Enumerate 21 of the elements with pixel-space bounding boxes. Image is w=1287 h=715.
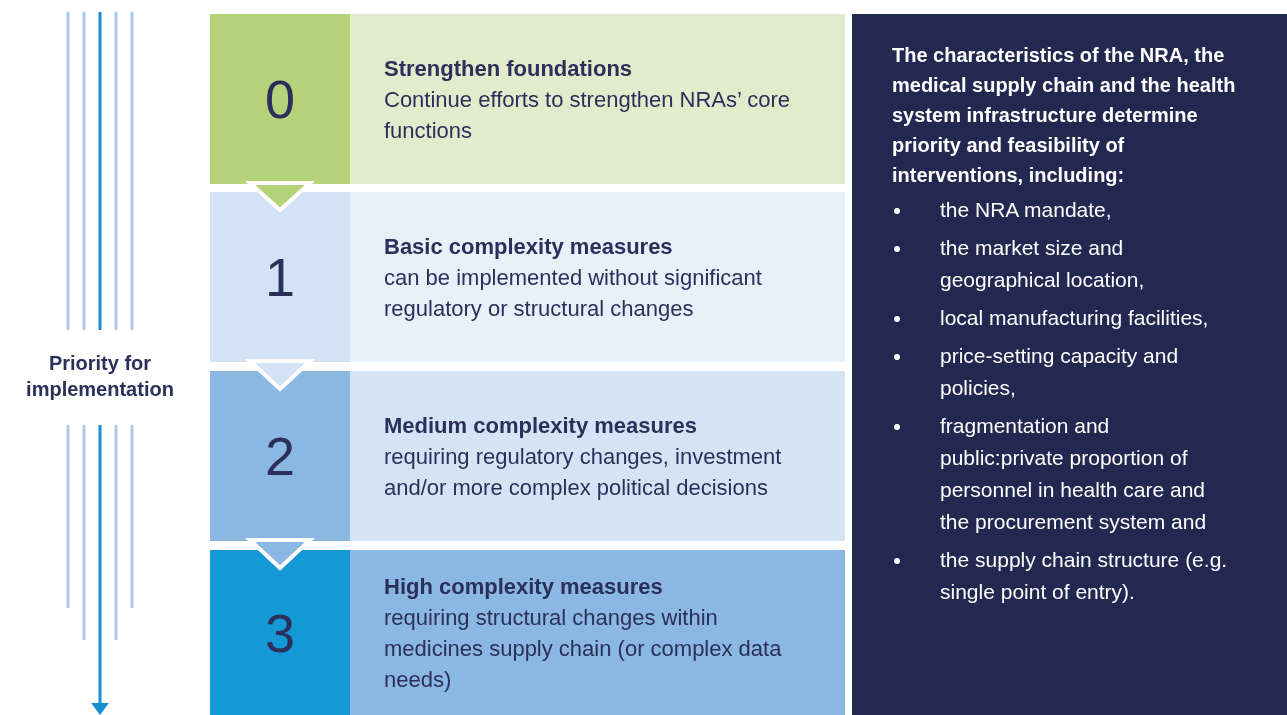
step-number: 0 (264, 72, 295, 126)
step-heading: Medium complexity measures (384, 411, 697, 440)
info-panel (852, 14, 1287, 715)
step-heading: Strengthen foundations (384, 54, 633, 83)
chevron-arrow (244, 538, 316, 571)
step-description: requiring structural changes within medicines supply chain (or complex data needs) (384, 603, 783, 694)
step-description: requiring regulatory changes, investment and/or more complex political decisions (384, 442, 783, 502)
bullet-item: the supply chain structure (e.g. single point of entry). (940, 547, 1229, 605)
chevron-arrow (244, 359, 316, 392)
step-heading: Basic complexity measures (384, 232, 673, 261)
step-description: can be implemented without significant regulatory or structural changes (384, 263, 763, 323)
step-number: 2 (264, 429, 295, 483)
axis-label: Priority for implementation (25, 351, 175, 402)
bullet-item: local manufacturing facilities, (940, 305, 1210, 331)
panel-heading: The characteristics of the NRA, the medical supply chain and the health system infrastructure determine priority and feasibility of interventions, including: (892, 43, 1237, 188)
bullet-item: the NRA mandate, (940, 197, 1113, 223)
step-description: Continue efforts to strengthen NRAs’ core functions (384, 85, 791, 145)
step-number: 3 (264, 605, 295, 660)
chevron-arrow (244, 181, 316, 213)
step-heading: High complexity measures (384, 572, 663, 601)
step-number: 1 (264, 250, 295, 304)
